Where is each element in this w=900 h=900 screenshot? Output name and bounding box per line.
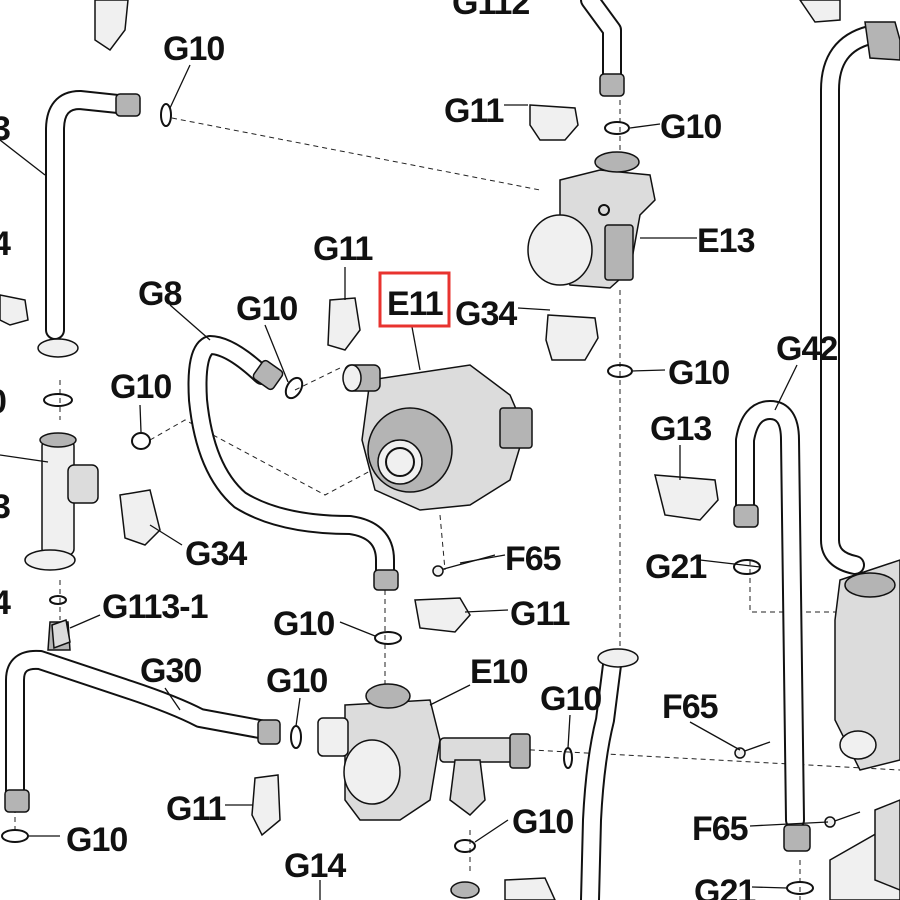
label-e13: E13 <box>697 222 755 260</box>
label-f65-bottom: F65 <box>692 810 748 848</box>
e11-pump <box>342 364 533 511</box>
label-g30: G30 <box>140 652 201 690</box>
label-f65-mid: F65 <box>505 540 561 578</box>
pipe-g30 <box>4 649 281 813</box>
label-edge-3-lower: 3 <box>0 488 10 526</box>
clips <box>0 0 841 900</box>
pipe-g42 <box>733 400 811 852</box>
label-g10-top-left: G10 <box>163 30 224 68</box>
label-g11-lower: G11 <box>510 595 569 633</box>
e10-valve <box>317 683 531 899</box>
label-g113-1: G113-1 <box>102 588 208 626</box>
label-g10-center: G10 <box>273 605 334 643</box>
label-g112: G112 <box>452 0 529 22</box>
label-g10-left-mid: G10 <box>110 368 171 406</box>
pipe-g8-hose <box>187 335 399 591</box>
label-g8: G8 <box>138 275 181 313</box>
pipe-center-right-vertical <box>580 648 639 900</box>
label-g13: G13 <box>650 410 711 448</box>
label-g42: G42 <box>776 330 837 368</box>
label-g11-bottom: G11 <box>166 790 225 828</box>
pipe-right-top <box>820 21 900 575</box>
o-rings <box>1 103 814 895</box>
label-g11-mid: G11 <box>313 230 372 268</box>
e11-highlight-box <box>378 271 451 328</box>
e13-valve <box>527 151 656 289</box>
label-e11: E11 <box>387 285 443 323</box>
label-g10-top-right: G10 <box>660 108 721 146</box>
label-g10-lower: G10 <box>266 662 327 700</box>
label-edge-4-lower: 4 <box>0 584 11 622</box>
pipe-top-center-g112 <box>580 0 625 97</box>
right-partial-component <box>829 559 900 900</box>
leader-lines <box>0 64 829 900</box>
label-g10-right-mid: G10 <box>668 354 729 392</box>
screws <box>51 554 861 828</box>
part-labels: G112 G10 G11 G10 E13 G11 E11 G34 G8 G10 … <box>0 0 838 900</box>
label-e10: E10 <box>470 653 528 691</box>
left-tee-fitting <box>24 393 99 651</box>
pipe-left-vertical <box>37 90 141 358</box>
label-f65-right: F65 <box>662 688 718 726</box>
label-g10-lower-right: G10 <box>540 680 601 718</box>
label-g34-left: G34 <box>185 535 247 573</box>
label-g21-bottom: G21 <box>694 873 755 900</box>
label-g10-bottom-mid: G10 <box>512 803 573 841</box>
label-g11-top: G11 <box>444 92 503 130</box>
label-g10-bottom-left: G10 <box>66 821 127 859</box>
label-edge-0: 0 <box>0 383 6 421</box>
label-g21-mid: G21 <box>645 548 706 586</box>
label-edge-3-top: 3 <box>0 110 10 148</box>
label-edge-4-upper: 4 <box>0 225 11 263</box>
label-g14: G14 <box>284 847 346 885</box>
label-g34-right: G34 <box>455 295 517 333</box>
label-g10-mid: G10 <box>236 290 297 328</box>
